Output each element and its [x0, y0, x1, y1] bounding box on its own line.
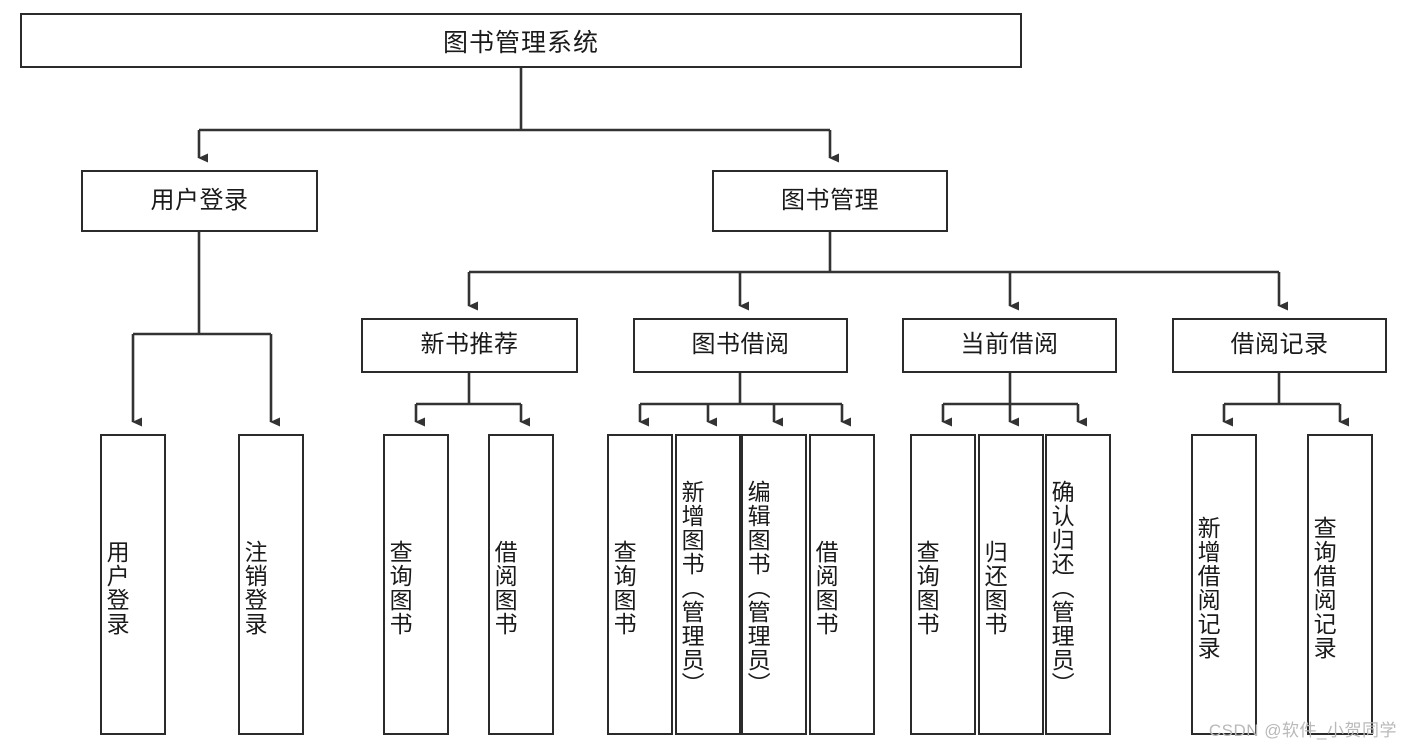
node-label: 用户登录 — [150, 186, 249, 214]
leaf-new-book-recommend-1[interactable]: 借阅图书 — [488, 434, 554, 735]
csdn-watermark: CSDN @软件_小贺同学 — [1208, 721, 1397, 740]
node-label: 编辑图书（管理员） — [744, 479, 771, 696]
node-label: 查询图书 — [386, 539, 413, 636]
leaf-current-borrow-0[interactable]: 查询图书 — [910, 434, 976, 735]
node-current-borrow[interactable]: 当前借阅 — [902, 318, 1117, 373]
node-borrow-record[interactable]: 借阅记录 — [1172, 318, 1387, 373]
node-label: 借阅图书 — [812, 539, 839, 636]
leaf-user-login-1[interactable]: 注销登录 — [238, 434, 304, 735]
node-label: 当前借阅 — [960, 331, 1059, 359]
leaf-book-borrow-2[interactable]: 编辑图书（管理员） — [741, 434, 807, 735]
node-label: 注销登录 — [241, 539, 268, 636]
node-label: 借阅图书 — [491, 539, 518, 636]
node-label: 归还图书 — [981, 539, 1008, 636]
leaf-book-borrow-1[interactable]: 新增图书（管理员） — [675, 434, 741, 735]
leaf-new-book-recommend-0[interactable]: 查询图书 — [383, 434, 449, 735]
node-label: 借阅记录 — [1230, 331, 1329, 359]
leaf-current-borrow-2[interactable]: 确认归还（管理员） — [1045, 434, 1111, 735]
node-new-book-recommend[interactable]: 新书推荐 — [361, 318, 578, 373]
leaf-borrow-record-1[interactable]: 查询借阅记录 — [1307, 434, 1373, 735]
leaf-book-borrow-0[interactable]: 查询图书 — [607, 434, 673, 735]
leaf-book-borrow-3[interactable]: 借阅图书 — [809, 434, 875, 735]
node-label: 确认归还（管理员） — [1048, 479, 1075, 696]
node-label: 图书借阅 — [691, 331, 790, 359]
leaf-borrow-record-0[interactable]: 新增借阅记录 — [1191, 434, 1257, 735]
node-root-book-management-system[interactable]: 图书管理系统 — [20, 13, 1022, 68]
leaf-current-borrow-1[interactable]: 归还图书 — [978, 434, 1044, 735]
node-user-login[interactable]: 用户登录 — [81, 170, 318, 232]
node-label: 查询借阅记录 — [1310, 515, 1337, 660]
node-label: 查询图书 — [610, 539, 637, 636]
leaf-user-login-0[interactable]: 用户登录 — [100, 434, 166, 735]
node-label: 查询图书 — [913, 539, 940, 636]
node-book-borrow[interactable]: 图书借阅 — [633, 318, 848, 373]
node-label: 图书管理 — [781, 186, 879, 214]
node-label: 图书管理系统 — [442, 28, 599, 57]
node-label: 新增借阅记录 — [1194, 515, 1221, 660]
node-book-management[interactable]: 图书管理 — [712, 170, 948, 232]
node-label: 新书推荐 — [420, 331, 519, 359]
node-label: 新增图书（管理员） — [678, 479, 705, 696]
node-label: 用户登录 — [103, 539, 130, 636]
